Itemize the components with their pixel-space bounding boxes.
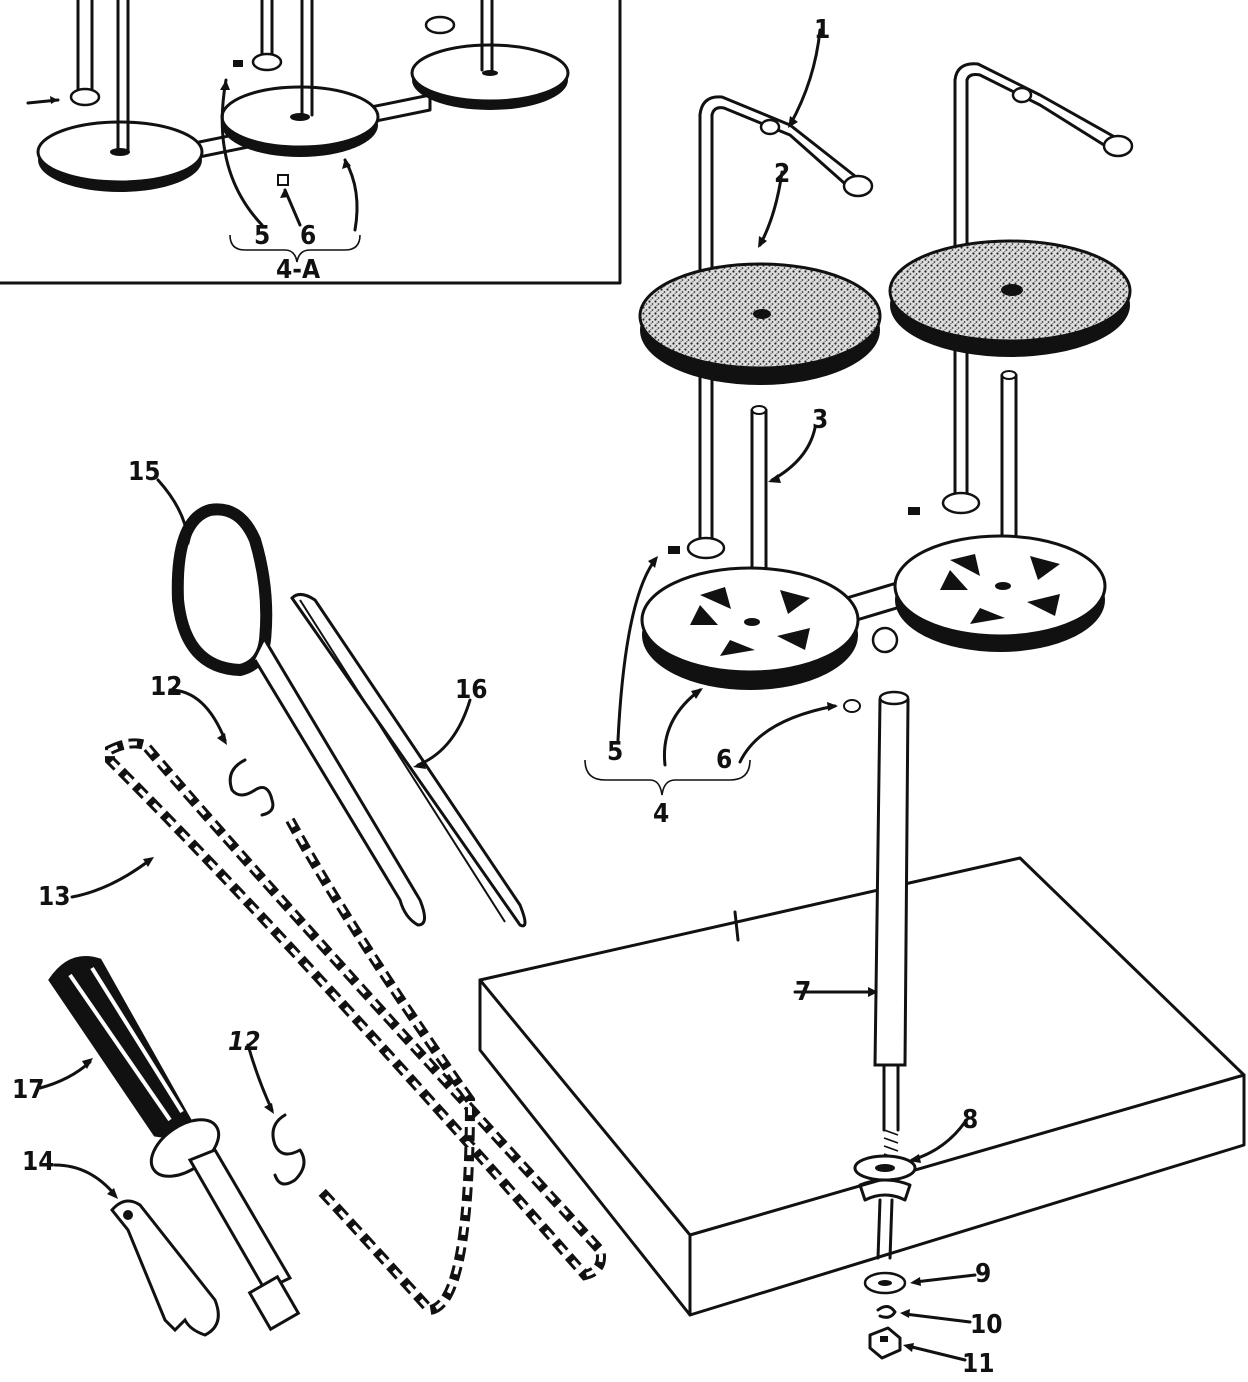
label-7: 7 bbox=[795, 977, 811, 1007]
label-9: 9 bbox=[975, 1259, 991, 1289]
label-5-inset: 5 bbox=[254, 221, 270, 251]
inset-wheel-middle bbox=[220, 85, 380, 157]
chain-13 bbox=[105, 738, 606, 1316]
label-5: 5 bbox=[607, 737, 623, 767]
felt-pad-right bbox=[888, 239, 1132, 357]
tweezers-16 bbox=[290, 593, 527, 928]
label-4: 4 bbox=[653, 799, 669, 829]
label-8: 8 bbox=[962, 1105, 978, 1135]
lock-washer-10 bbox=[876, 1305, 897, 1319]
loop-tool-15 bbox=[171, 503, 426, 927]
wrench-14 bbox=[110, 1199, 220, 1337]
label-15: 15 bbox=[128, 457, 161, 487]
label-11: 11 bbox=[962, 1349, 995, 1379]
inset-wheel-right bbox=[410, 43, 570, 110]
inset-wheel-left bbox=[36, 120, 204, 192]
label-10: 10 bbox=[970, 1310, 1003, 1340]
label-12-bottom: 12 bbox=[228, 1027, 261, 1057]
label-2: 2 bbox=[774, 159, 790, 189]
felt-pad-left bbox=[638, 262, 882, 385]
base-wheel-right bbox=[893, 534, 1107, 652]
spool-stand-assembly: 1 2 3 5 6 4 bbox=[584, 15, 1134, 829]
inset-4a: 5 6 4-A bbox=[0, 0, 622, 285]
s-hook-12-top bbox=[228, 758, 275, 817]
spool-rod bbox=[873, 690, 910, 1160]
label-17: 17 bbox=[12, 1075, 45, 1105]
s-hook-12-bottom bbox=[271, 1113, 306, 1186]
screwdriver-17 bbox=[48, 956, 301, 1332]
label-1: 1 bbox=[814, 15, 830, 45]
table-top bbox=[478, 856, 1246, 1317]
label-16: 16 bbox=[455, 675, 488, 705]
label-6-inset: 6 bbox=[300, 221, 316, 251]
thread-guide-arm bbox=[698, 62, 1134, 198]
base-wheel-left bbox=[640, 566, 860, 690]
label-12-top: 12 bbox=[150, 672, 183, 702]
nut-11 bbox=[868, 1326, 902, 1360]
label-4a: 4-A bbox=[276, 255, 320, 285]
label-14: 14 bbox=[22, 1147, 55, 1177]
label-6: 6 bbox=[716, 745, 732, 775]
label-3: 3 bbox=[812, 405, 828, 435]
label-13: 13 bbox=[38, 882, 71, 912]
